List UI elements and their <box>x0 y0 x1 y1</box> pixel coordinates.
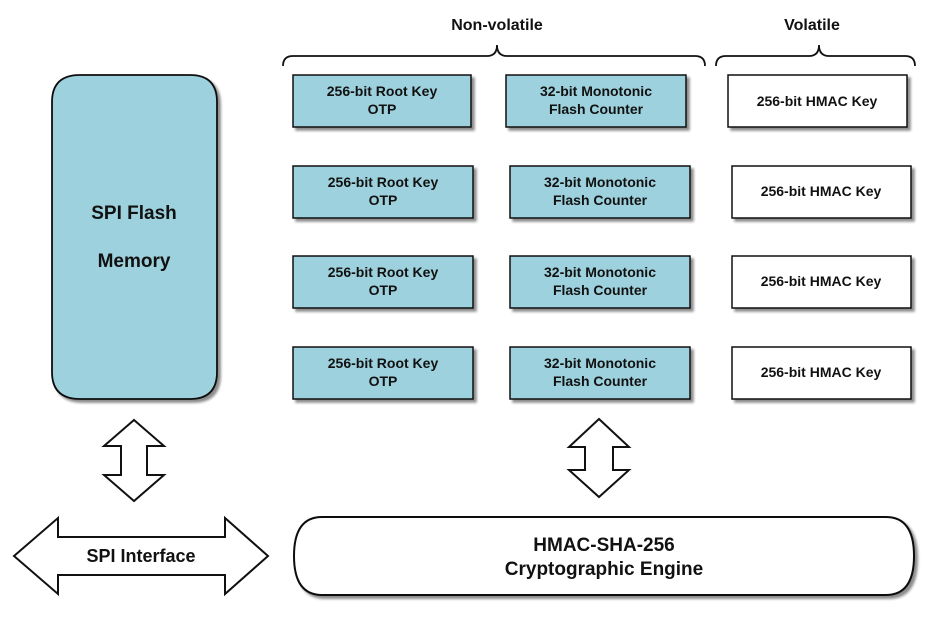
flash-counter-box <box>509 165 691 219</box>
volatile-brace <box>715 44 916 67</box>
hmac-key-label: 256-bit HMAC Key <box>761 364 882 380</box>
otp-label: OTP <box>369 373 398 389</box>
root-key-otp-box <box>292 165 474 219</box>
flash-label-line1: SPI Flash <box>91 203 177 224</box>
flash-counter-box <box>509 255 691 309</box>
flash-spi-double-arrow <box>101 418 167 503</box>
hmac-key-label: 256-bit HMAC Key <box>757 93 878 109</box>
otp-label: OTP <box>368 101 397 117</box>
hmac-key-box <box>731 346 912 400</box>
flash-label-line2: Memory <box>98 251 171 272</box>
hmac-key-label: 256-bit HMAC Key <box>761 273 882 289</box>
spi-interface-label: SPI Interface <box>86 546 195 566</box>
hmac-key-label: 256-bit HMAC Key <box>761 183 882 199</box>
hmac-key-box <box>731 165 912 219</box>
root-key-label: 256-bit Root Key <box>328 174 439 190</box>
counter-label: 32-bit Monotonic <box>540 83 652 99</box>
storage-engine-double-arrow <box>566 417 632 499</box>
otp-label: OTP <box>369 282 398 298</box>
flash-counter-label: Flash Counter <box>553 373 648 389</box>
flash-counter-box <box>509 346 691 400</box>
root-key-otp-box <box>292 346 474 400</box>
hmac-key-box <box>731 255 912 309</box>
key-slot-row: 256-bit Root Key OTP 32-bit Monotonic Fl… <box>292 255 912 309</box>
key-slot-row: 256-bit Root Key OTP 32-bit Monotonic Fl… <box>292 346 912 400</box>
root-key-label: 256-bit Root Key <box>328 264 439 280</box>
flash-counter-box <box>505 74 687 128</box>
flash-counter-label: Flash Counter <box>549 101 644 117</box>
counter-label: 32-bit Monotonic <box>544 174 656 190</box>
nonvolatile-header: Non-volatile <box>451 17 543 34</box>
root-key-label: 256-bit Root Key <box>327 83 438 99</box>
root-key-otp-box <box>292 255 474 309</box>
crypto-engine: HMAC-SHA-256 Cryptographic Engine <box>292 516 916 596</box>
flash-counter-label: Flash Counter <box>553 192 648 208</box>
flash-counter-label: Flash Counter <box>553 282 648 298</box>
volatile-header: Volatile <box>784 17 840 34</box>
key-slot-row: 256-bit Root Key OTP 32-bit Monotonic Fl… <box>292 74 908 128</box>
counter-label: 32-bit Monotonic <box>544 264 656 280</box>
key-slot-row: 256-bit Root Key OTP 32-bit Monotonic Fl… <box>292 165 912 219</box>
root-key-label: 256-bit Root Key <box>328 355 439 371</box>
nonvolatile-brace <box>282 44 706 67</box>
spi-flash-memory: SPI Flash Memory <box>51 74 218 400</box>
engine-label-line1: HMAC-SHA-256 <box>533 535 674 556</box>
counter-label: 32-bit Monotonic <box>544 355 656 371</box>
spi-interface-arrow: SPI Interface <box>12 515 270 597</box>
engine-label-line2: Cryptographic Engine <box>505 559 703 580</box>
otp-label: OTP <box>369 192 398 208</box>
root-key-otp-box <box>292 74 472 128</box>
hmac-key-box <box>727 74 908 128</box>
